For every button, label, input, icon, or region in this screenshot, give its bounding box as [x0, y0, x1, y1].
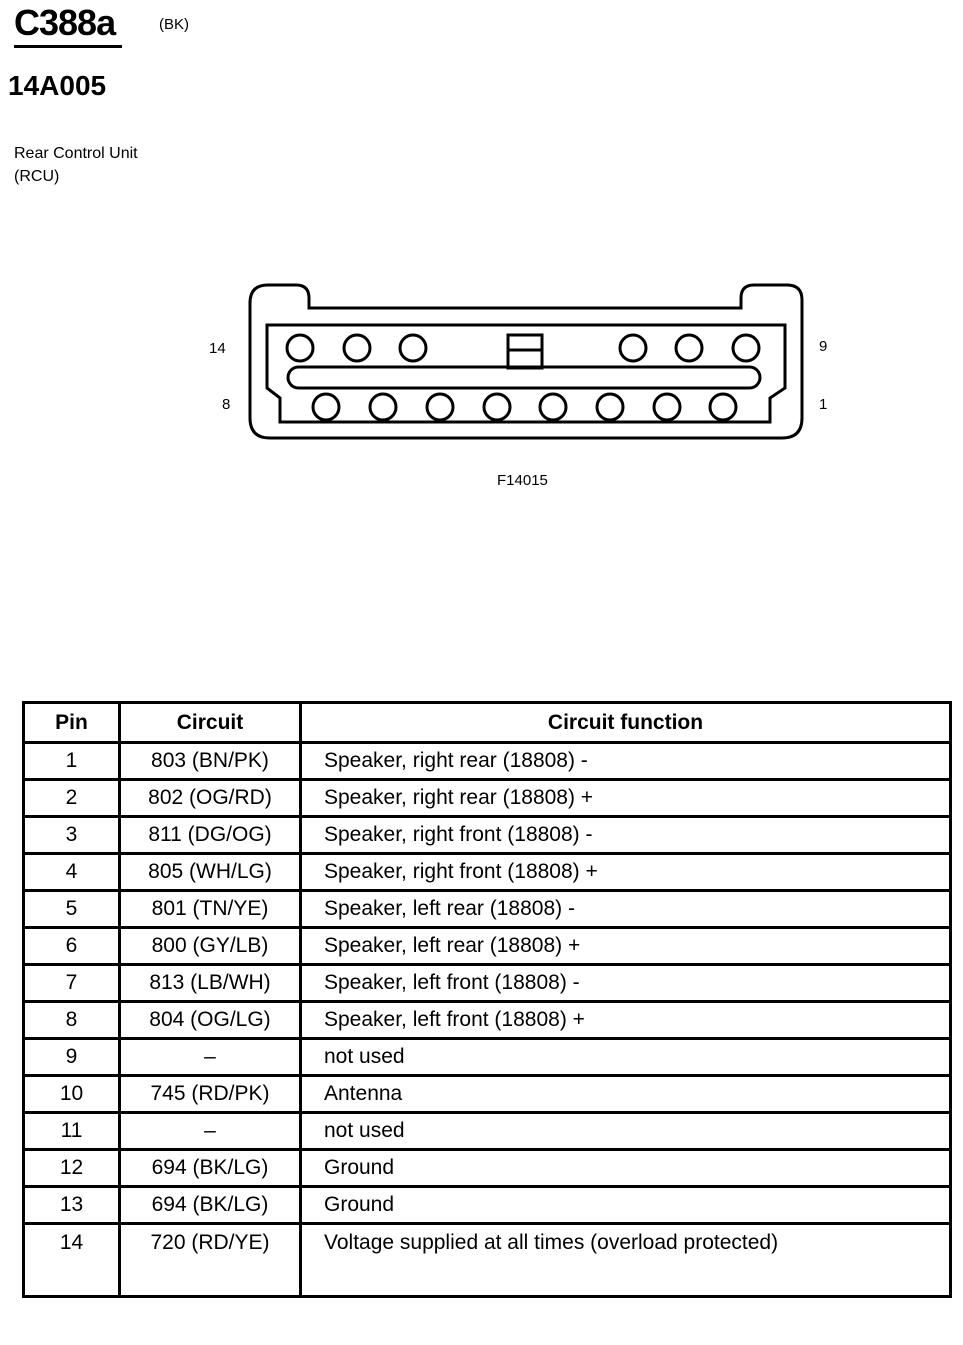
circuit-cell: – — [118, 1037, 302, 1077]
connector-housing — [248, 283, 804, 440]
pin-cavity-9 — [731, 333, 761, 363]
pin-cell: 7 — [22, 963, 121, 1003]
table-row: 1 803 (BN/PK) Speaker, right rear (18808… — [22, 741, 952, 781]
circuit-cell: 804 (OG/LG) — [118, 1000, 302, 1040]
table-row: 7 813 (LB/WH) Speaker, left front (18808… — [22, 963, 952, 1003]
table-row: 3 811 (DG/OG) Speaker, right front (1880… — [22, 815, 952, 855]
pin-cell: 13 — [22, 1185, 121, 1225]
circuit-cell: 720 (RD/YE) — [118, 1222, 302, 1298]
function-cell: Speaker, right rear (18808) - — [299, 741, 952, 781]
table-row: 13 694 (BK/LG) Ground — [22, 1185, 952, 1225]
table-row: 4 805 (WH/LG) Speaker, right front (1880… — [22, 852, 952, 892]
pin-cavity-12 — [398, 333, 428, 363]
function-cell: Speaker, left rear (18808) - — [299, 889, 952, 929]
function-cell: Speaker, right rear (18808) + — [299, 778, 952, 818]
pin-cavity-14 — [285, 333, 315, 363]
pin-label-14: 14 — [209, 340, 226, 357]
pin-cavity-7 — [368, 392, 398, 422]
circuit-cell: – — [118, 1111, 302, 1151]
circuit-cell: 801 (TN/YE) — [118, 889, 302, 929]
pin-cavity-5 — [482, 392, 512, 422]
pin-cavity-1 — [708, 392, 738, 422]
pin-cell: 4 — [22, 852, 121, 892]
function-cell: Voltage supplied at all times (overload … — [299, 1222, 952, 1298]
table-row: 12 694 (BK/LG) Ground — [22, 1148, 952, 1188]
pin-cavity-10 — [674, 333, 704, 363]
pin-cell: 3 — [22, 815, 121, 855]
table-row: 2 802 (OG/RD) Speaker, right rear (18808… — [22, 778, 952, 818]
function-cell: Speaker, right front (18808) + — [299, 852, 952, 892]
component-name: Rear Control Unit (RCU) — [14, 142, 138, 188]
pin-cavity-4 — [538, 392, 568, 422]
table-header-row: Pin Circuit Circuit function — [22, 701, 952, 744]
pin-label-9: 9 — [819, 338, 828, 355]
function-cell: Ground — [299, 1185, 952, 1225]
table-row: 10 745 (RD/PK) Antenna — [22, 1074, 952, 1114]
header-pin: Pin — [22, 701, 121, 744]
pin-cell: 11 — [22, 1111, 121, 1151]
connector-face-diagram — [248, 283, 804, 440]
circuit-cell: 813 (LB/WH) — [118, 963, 302, 1003]
pin-cavity-2 — [652, 392, 682, 422]
pin-cell: 5 — [22, 889, 121, 929]
circuit-cell: 694 (BK/LG) — [118, 1148, 302, 1188]
circuit-cell: 694 (BK/LG) — [118, 1185, 302, 1225]
pin-cavity-6 — [425, 392, 455, 422]
figure-id: F14015 — [497, 472, 548, 489]
function-cell: Antenna — [299, 1074, 952, 1114]
function-cell: Speaker, right front (18808) - — [299, 815, 952, 855]
pin-cell: 6 — [22, 926, 121, 966]
table-row: 8 804 (OG/LG) Speaker, left front (18808… — [22, 1000, 952, 1040]
keying-bar — [286, 365, 762, 390]
table-row: 5 801 (TN/YE) Speaker, left rear (18808)… — [22, 889, 952, 929]
header-circuit-function: Circuit function — [299, 701, 952, 744]
circuit-cell: 800 (GY/LB) — [118, 926, 302, 966]
circuit-cell: 811 (DG/OG) — [118, 815, 302, 855]
connector-color: (BK) — [159, 16, 189, 33]
function-cell: Speaker, left rear (18808) + — [299, 926, 952, 966]
pin-cell: 9 — [22, 1037, 121, 1077]
component-name-line1: Rear Control Unit — [14, 145, 138, 162]
connector-id-underline — [14, 45, 122, 48]
pin-cavity-3 — [595, 392, 625, 422]
table-row: 6 800 (GY/LB) Speaker, left rear (18808)… — [22, 926, 952, 966]
function-cell: Speaker, left front (18808) - — [299, 963, 952, 1003]
function-cell: not used — [299, 1037, 952, 1077]
pin-cell: 10 — [22, 1074, 121, 1114]
circuit-cell: 802 (OG/RD) — [118, 778, 302, 818]
header-circuit: Circuit — [118, 701, 302, 744]
pin-cell: 8 — [22, 1000, 121, 1040]
circuit-cell: 805 (WH/LG) — [118, 852, 302, 892]
pin-cavity-11 — [618, 333, 648, 363]
table-row: 11 – not used — [22, 1111, 952, 1151]
function-cell: Speaker, left front (18808) + — [299, 1000, 952, 1040]
component-name-line2: (RCU) — [14, 168, 60, 185]
function-cell: not used — [299, 1111, 952, 1151]
table-row: 14 720 (RD/YE) Voltage supplied at all t… — [22, 1222, 952, 1298]
circuit-cell: 803 (BN/PK) — [118, 741, 302, 781]
pin-cell: 14 — [22, 1222, 121, 1298]
table-row: 9 – not used — [22, 1037, 952, 1077]
function-cell: Ground — [299, 1148, 952, 1188]
pinout-table: Pin Circuit Circuit function 1 803 (BN/P… — [22, 701, 952, 1298]
pin-cell: 2 — [22, 778, 121, 818]
connector-id: C388a — [14, 2, 116, 43]
connector-cavity — [265, 323, 787, 424]
pin-cavity-13 — [342, 333, 372, 363]
pin-cell: 1 — [22, 741, 121, 781]
pin-label-8: 8 — [222, 396, 231, 413]
pin-cavity-8 — [311, 392, 341, 422]
pin-cell: 12 — [22, 1148, 121, 1188]
part-number: 14A005 — [8, 70, 107, 101]
pin-label-1: 1 — [819, 396, 828, 413]
circuit-cell: 745 (RD/PK) — [118, 1074, 302, 1114]
